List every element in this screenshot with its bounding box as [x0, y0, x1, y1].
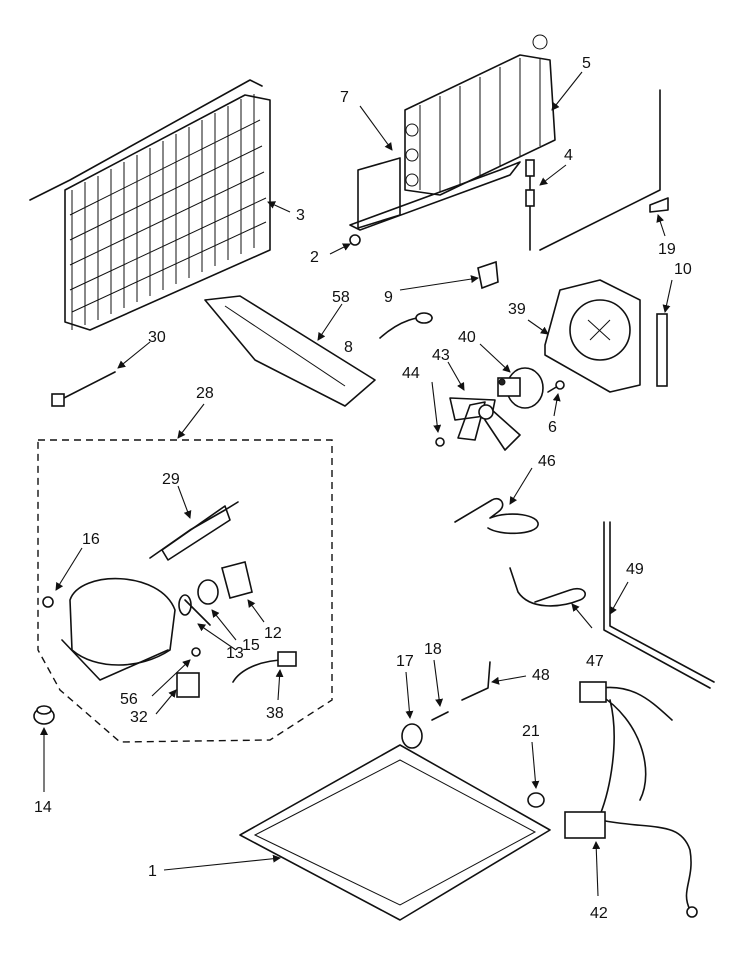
label-9: 9	[384, 289, 393, 306]
part-29-drier	[149, 501, 239, 561]
label-29: 29	[162, 471, 180, 488]
label-44: 44	[402, 365, 420, 382]
part-21-bushing	[527, 792, 545, 808]
part-19-clip	[649, 197, 669, 213]
label-3: 3	[296, 207, 305, 224]
label-10: 10	[674, 261, 692, 278]
label-56: 56	[120, 691, 138, 708]
part-14-grommet	[33, 705, 55, 725]
part-15-overload	[197, 579, 219, 605]
part-3-condenser	[29, 79, 271, 331]
part-47-tube	[509, 567, 586, 607]
leader-lines	[40, 71, 673, 897]
label-58: 58	[332, 289, 350, 306]
part-7-bracket	[349, 157, 521, 231]
label-19: 19	[658, 241, 676, 258]
part-12-relay	[221, 561, 253, 599]
label-39: 39	[508, 301, 526, 318]
part-1-base	[239, 744, 551, 921]
part-39-fan-shroud	[544, 279, 641, 393]
part-44-washer	[435, 437, 445, 447]
label-40: 40	[458, 329, 476, 346]
part-16-bolt	[42, 596, 54, 608]
label-21: 21	[522, 723, 540, 740]
label-17: 17	[396, 653, 414, 670]
part-8-wire	[379, 312, 433, 339]
label-32: 32	[130, 709, 148, 726]
label-30: 30	[148, 329, 166, 346]
label-13: 13	[226, 645, 244, 662]
label-28: 28	[196, 385, 214, 402]
part-40-fan-motor	[497, 367, 544, 409]
part-13-clip	[184, 599, 211, 626]
part-58-drain-tray	[204, 295, 376, 407]
label-1: 1	[148, 863, 157, 880]
label-6: 6	[548, 419, 557, 436]
part-56-screw	[191, 647, 201, 657]
label-4: 4	[564, 147, 573, 164]
label-16: 16	[82, 531, 100, 548]
part-9-clip	[477, 260, 499, 290]
label-2: 2	[310, 249, 319, 266]
label-8: 8	[344, 339, 353, 356]
part-48-pipe	[461, 661, 491, 701]
label-7: 7	[340, 89, 349, 106]
part-46-tube	[454, 497, 539, 535]
callout-labels: 3 7 5 4 2 19 10 9 58 39 8 40 43 44 6 30 …	[34, 55, 692, 922]
label-43: 43	[432, 347, 450, 364]
label-12: 12	[264, 625, 282, 642]
part-30-bolt	[51, 371, 116, 407]
label-38: 38	[266, 705, 284, 722]
part-10-strip	[539, 89, 668, 387]
part-42-harness	[564, 681, 698, 918]
part-17-wheel	[401, 723, 423, 749]
part-18-axle	[431, 711, 449, 721]
label-15: 15	[242, 637, 260, 654]
label-49: 49	[626, 561, 644, 578]
part-28-group-outline	[37, 439, 333, 743]
label-5: 5	[582, 55, 591, 72]
label-42: 42	[590, 905, 608, 922]
label-14: 14	[34, 799, 52, 816]
part-5-evaporator	[404, 34, 556, 196]
part-38-cord	[232, 651, 297, 683]
label-46: 46	[538, 453, 556, 470]
label-47: 47	[586, 653, 604, 670]
compressor	[61, 577, 192, 681]
part-2-screw	[349, 234, 361, 246]
part-6-screw	[547, 380, 565, 393]
label-48: 48	[532, 667, 550, 684]
label-18: 18	[424, 641, 442, 658]
part-49-pipe	[603, 521, 715, 689]
part-4-sensor	[525, 159, 535, 251]
part-32-capacitor	[176, 672, 200, 698]
part-43-fan-blade	[449, 397, 521, 451]
